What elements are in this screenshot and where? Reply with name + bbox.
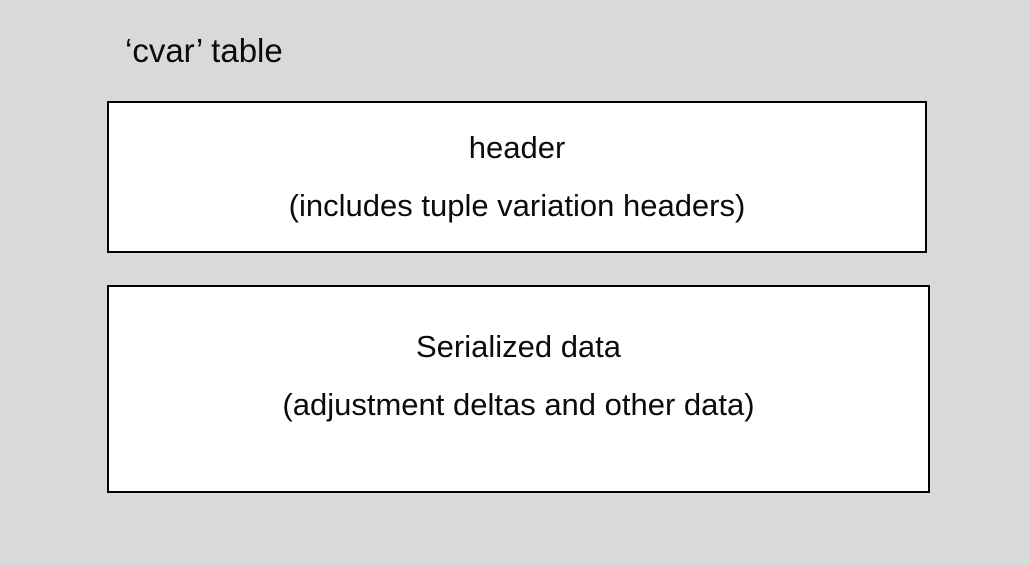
- diagram-title: ‘cvar’ table: [125, 32, 283, 69]
- serialized-data-box-line2: (adjustment deltas and other data): [282, 387, 755, 422]
- header-box-line2: (includes tuple variation headers): [288, 188, 746, 223]
- header-box: header (includes tuple variation headers…: [107, 101, 927, 253]
- header-box-line1: header: [468, 130, 566, 165]
- serialized-data-box-line1: Serialized data: [415, 329, 622, 364]
- serialized-data-box: Serialized data (adjustment deltas and o…: [107, 285, 930, 493]
